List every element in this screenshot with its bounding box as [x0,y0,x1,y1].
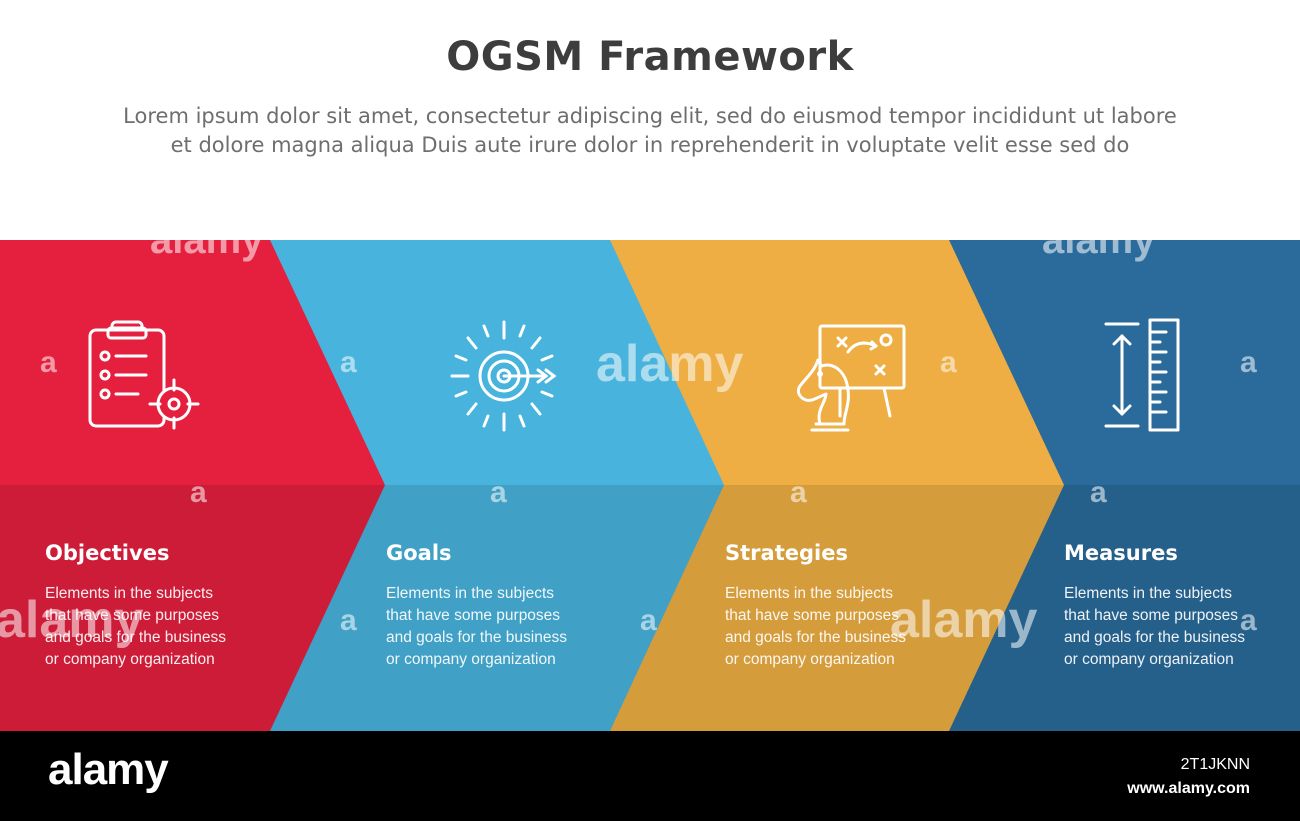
chess-strategy-board-icon [790,316,910,436]
chevron-strategies [560,240,1064,731]
desc-line: and goals for the business [725,629,906,646]
ogsm-chevron-band: Objectives Elements in the subjects that… [0,240,1300,731]
desc-line: that have some purposes [1064,607,1239,624]
subtitle-line-2: et dolore magna aliqua Duis aute irure d… [170,133,1130,157]
alamy-logo: alamy [48,745,169,794]
page-title: OGSM Framework [446,34,854,80]
ruler-measure-icon [1098,316,1218,436]
step-title-measures: Measures [1064,541,1178,565]
step-desc-objectives: Elements in the subjects that have some … [45,583,285,671]
desc-line: Elements in the subjects [386,585,555,602]
page-subtitle: Lorem ipsum dolor sit amet, consectetur … [40,102,1260,160]
chevron-shapes [0,240,1300,731]
footer-info: 2T1JKNN www.alamy.com [1127,753,1250,801]
desc-line: that have some purposes [45,607,220,624]
chevron-objectives [0,240,385,731]
watermark-footer-bar: alamy 2T1JKNN www.alamy.com [0,731,1300,821]
clipboard-target-icon [84,316,204,436]
step-desc-measures: Elements in the subjects that have some … [1064,583,1300,671]
desc-line: and goals for the business [386,629,567,646]
desc-line: that have some purposes [386,607,561,624]
desc-line: Elements in the subjects [1064,585,1233,602]
desc-line: or company organization [725,651,895,668]
desc-line: and goals for the business [1064,629,1245,646]
chevron-goals [220,240,724,731]
desc-line: or company organization [45,651,215,668]
desc-line: Elements in the subjects [725,585,894,602]
step-title-strategies: Strategies [725,541,848,565]
lower-shade [0,485,1300,731]
step-title-goals: Goals [386,541,452,565]
target-burst-icon [448,316,568,436]
footer-url: www.alamy.com [1127,780,1250,797]
step-desc-goals: Elements in the subjects that have some … [386,583,626,671]
desc-line: that have some purposes [725,607,900,624]
image-id: 2T1JKNN [1180,756,1250,773]
desc-line: or company organization [1064,651,1234,668]
desc-line: and goals for the business [45,629,226,646]
desc-line: or company organization [386,651,556,668]
subtitle-line-1: Lorem ipsum dolor sit amet, consectetur … [123,104,1177,128]
desc-line: Elements in the subjects [45,585,214,602]
step-title-objectives: Objectives [45,541,170,565]
step-desc-strategies: Elements in the subjects that have some … [725,583,965,671]
